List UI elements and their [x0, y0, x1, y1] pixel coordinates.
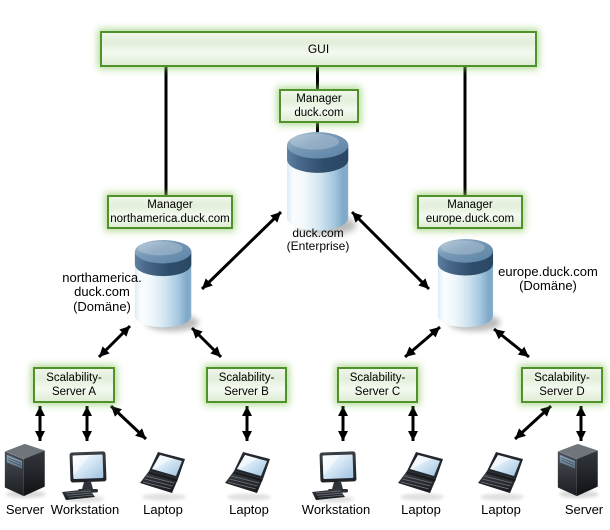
- arrow-scal-a-laptop: [109, 404, 148, 441]
- scalability-server-a-box: Scalability- Server A: [33, 367, 115, 403]
- scalability-server-d-label: Scalability- Server D: [534, 371, 590, 398]
- gui-box: GUI: [100, 31, 537, 67]
- database-northamerica-label: northamerica. duck.com (Domäne): [62, 270, 142, 314]
- device-label-laptop-3: Laptop: [401, 502, 441, 517]
- database-cylinder-europe: [438, 239, 501, 331]
- scalability-server-d-box: Scalability- Server D: [521, 367, 603, 403]
- arrow-db-enterprise-db-europe: [350, 210, 431, 291]
- device-label-server-1: Server: [5, 502, 45, 517]
- laptop-icon: [398, 452, 444, 501]
- device-label-laptop-1: Laptop: [143, 502, 183, 517]
- database-europe-label: europe.duck.com (Domäne): [498, 264, 598, 294]
- workstation-icon: [62, 451, 107, 502]
- manager-northamerica-box: Manager northamerica.duck.com: [107, 195, 233, 229]
- laptop-icon: [140, 452, 186, 501]
- database-enterprise-label: duck.com (Enterprise): [286, 226, 350, 254]
- arrow-scal-d-laptop: [513, 404, 553, 441]
- manager-northamerica-label: Manager northamerica.duck.com: [110, 198, 230, 225]
- gui-label: GUI: [307, 41, 330, 56]
- arrow-db-na-scal-a: [97, 324, 132, 359]
- manager-duck-label: Manager duck.com: [294, 92, 344, 119]
- device-label-workstation-2: Workstation: [301, 502, 371, 517]
- arrow-db-eu-scal-d: [493, 327, 530, 359]
- manager-europe-label: Manager europe.duck.com: [425, 198, 515, 225]
- laptop-icon: [478, 452, 524, 501]
- device-label-server-2: Server: [564, 502, 604, 517]
- laptop-icon: [225, 452, 271, 501]
- arrow-db-na-db-enterprise: [200, 210, 283, 291]
- device-label-workstation-1: Workstation: [50, 502, 120, 517]
- manager-duck-box: Manager duck.com: [279, 89, 359, 123]
- scalability-server-c-box: Scalability- Server C: [337, 367, 418, 403]
- arrow-db-eu-scal-c: [404, 325, 441, 359]
- manager-europe-box: Manager europe.duck.com: [417, 195, 523, 229]
- arrow-db-na-scal-b: [190, 326, 223, 359]
- scalability-server-c-label: Scalability- Server C: [349, 371, 406, 398]
- device-label-laptop-2: Laptop: [229, 502, 269, 517]
- device-label-laptop-4: Laptop: [481, 502, 521, 517]
- scalability-server-b-box: Scalability- Server B: [206, 367, 287, 403]
- scalability-server-a-label: Scalability- Server A: [46, 371, 102, 398]
- database-cylinder-enterprise: [287, 132, 356, 235]
- scalability-server-b-label: Scalability- Server B: [218, 371, 275, 398]
- server-tower-icon: [558, 444, 599, 498]
- workstation-icon: [312, 451, 357, 502]
- server-tower-icon: [5, 444, 46, 498]
